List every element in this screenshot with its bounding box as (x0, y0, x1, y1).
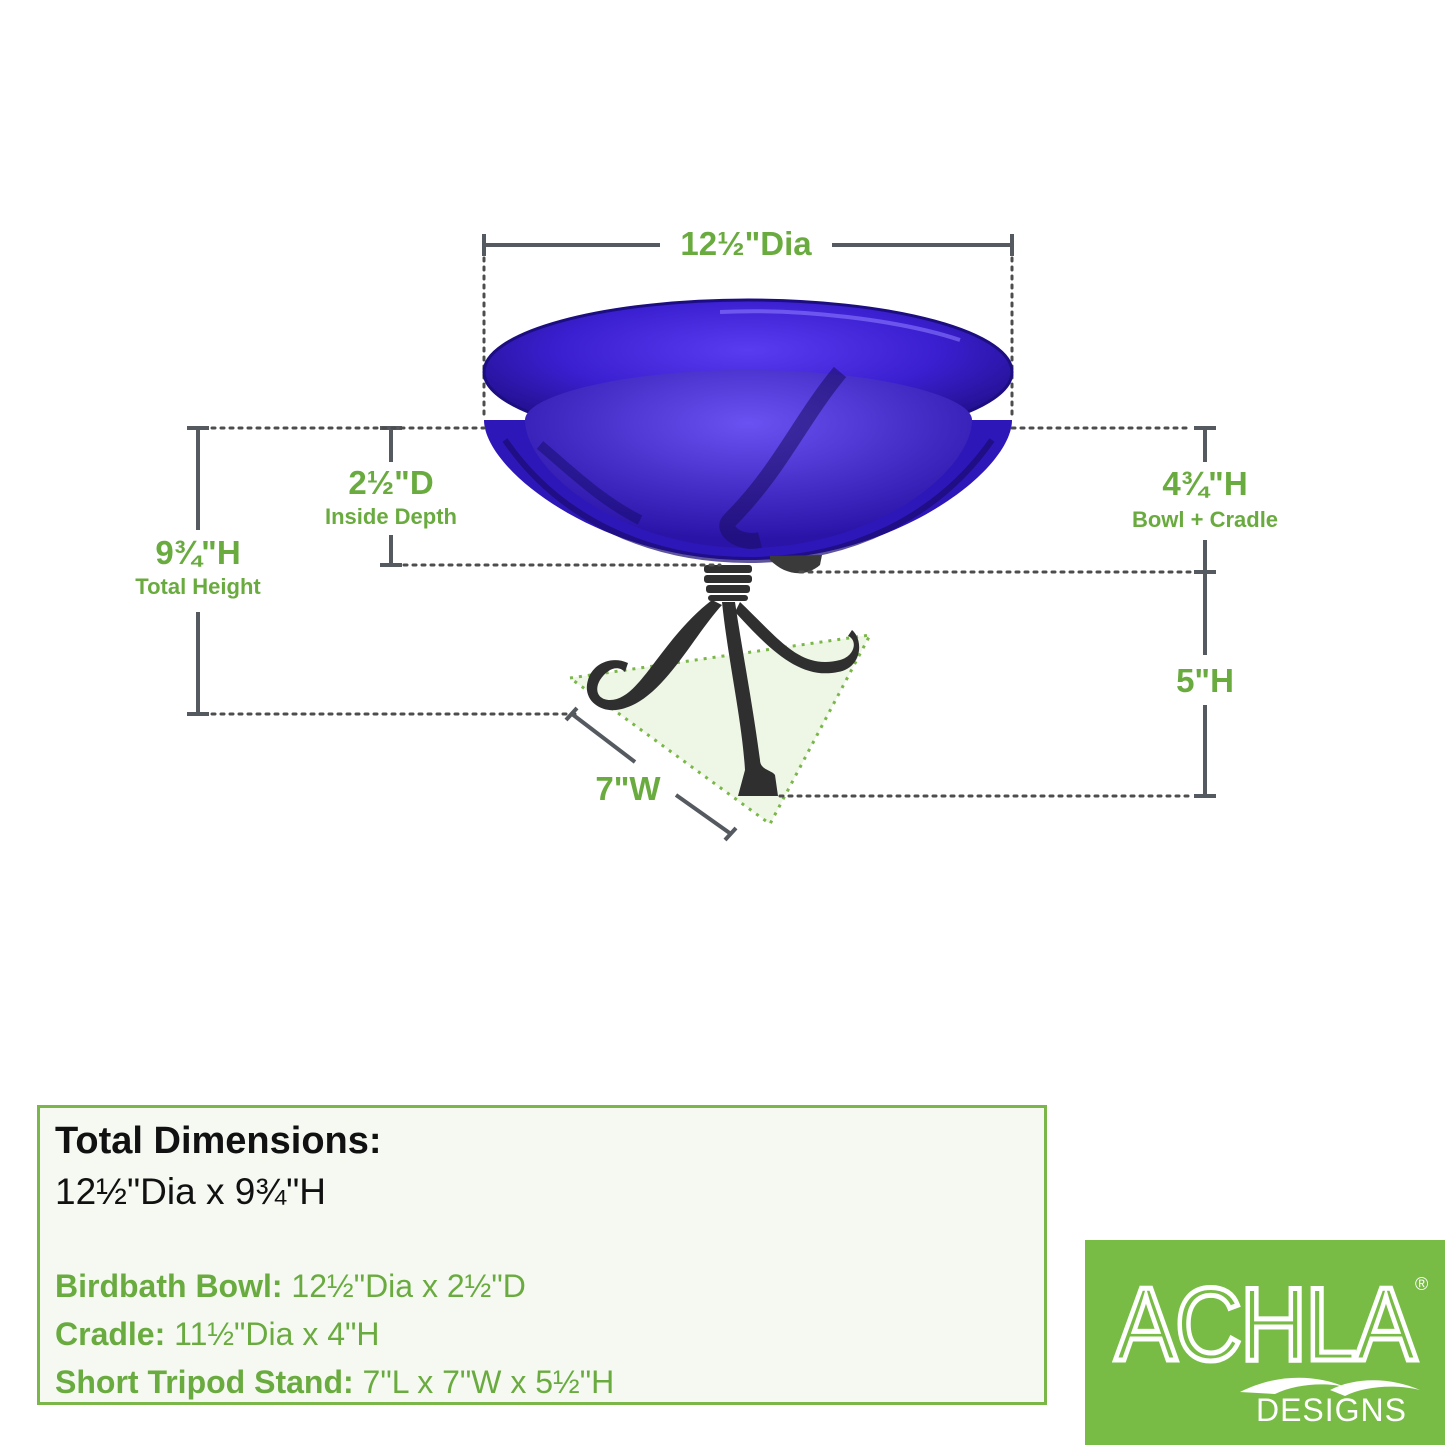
stand-width-label: 7"W (595, 770, 661, 807)
inside-depth-label: 2½"D (348, 464, 433, 501)
spec-value: 12½"Dia x 2½"D (291, 1268, 526, 1304)
spec-birdbath-bowl: Birdbath Bowl: 12½"Dia x 2½"D (55, 1268, 526, 1305)
leaf-flourish-icon (1240, 1377, 1420, 1396)
stand-height-dimension: 5"H (778, 572, 1234, 798)
stand-height-label: 5"H (1176, 662, 1234, 699)
logo-wordmark: ACHLA ® (1113, 1265, 1429, 1381)
stand-width-dimension: 7"W (564, 706, 738, 842)
bowl-cradle-caption: Bowl + Cradle (1132, 507, 1278, 532)
spec-label: Birdbath Bowl: (55, 1268, 283, 1304)
bowl-cradle-dimension: 4¾"H Bowl + Cradle (798, 426, 1278, 574)
diameter-label: 12½"Dia (680, 225, 812, 262)
spec-cradle: Cradle: 11½"Dia x 4"H (55, 1316, 379, 1353)
achla-designs-logo: ACHLA ® DESIGNS (1085, 1240, 1445, 1445)
spec-label: Short Tripod Stand: (55, 1364, 354, 1400)
total-dimensions-title: Total Dimensions: (55, 1120, 382, 1162)
total-height-dimension: 9¾"H Total Height (135, 426, 582, 716)
diameter-dimension: 12½"Dia (482, 225, 1014, 422)
spec-tripod-stand: Short Tripod Stand: 7"L x 7"W x 5½"H (55, 1364, 614, 1401)
cradle-band (770, 555, 822, 574)
spec-value: 11½"Dia x 4"H (174, 1316, 380, 1352)
spec-value: 7"L x 7"W x 5½"H (362, 1364, 615, 1400)
logo-tagline: DESIGNS (1255, 1392, 1407, 1428)
total-height-caption: Total Height (135, 574, 261, 599)
birdbath-bowl-image (482, 298, 1014, 564)
inside-depth-caption: Inside Depth (325, 504, 457, 529)
total-height-label: 9¾"H (155, 534, 240, 571)
spec-label: Cradle: (55, 1316, 166, 1352)
total-dimensions-value: 12½"Dia x 9¾"H (55, 1171, 327, 1212)
inside-depth-dimension: 2½"D Inside Depth (325, 426, 722, 567)
bowl-cradle-label: 4¾"H (1162, 465, 1247, 502)
tripod-stand-image (586, 565, 860, 796)
registered-mark: ® (1415, 1274, 1428, 1294)
total-dimensions-box: Total Dimensions: 12½"Dia x 9¾"H Birdbat… (37, 1105, 1047, 1405)
logo-wordmark-text: ACHLA (1115, 1267, 1417, 1380)
